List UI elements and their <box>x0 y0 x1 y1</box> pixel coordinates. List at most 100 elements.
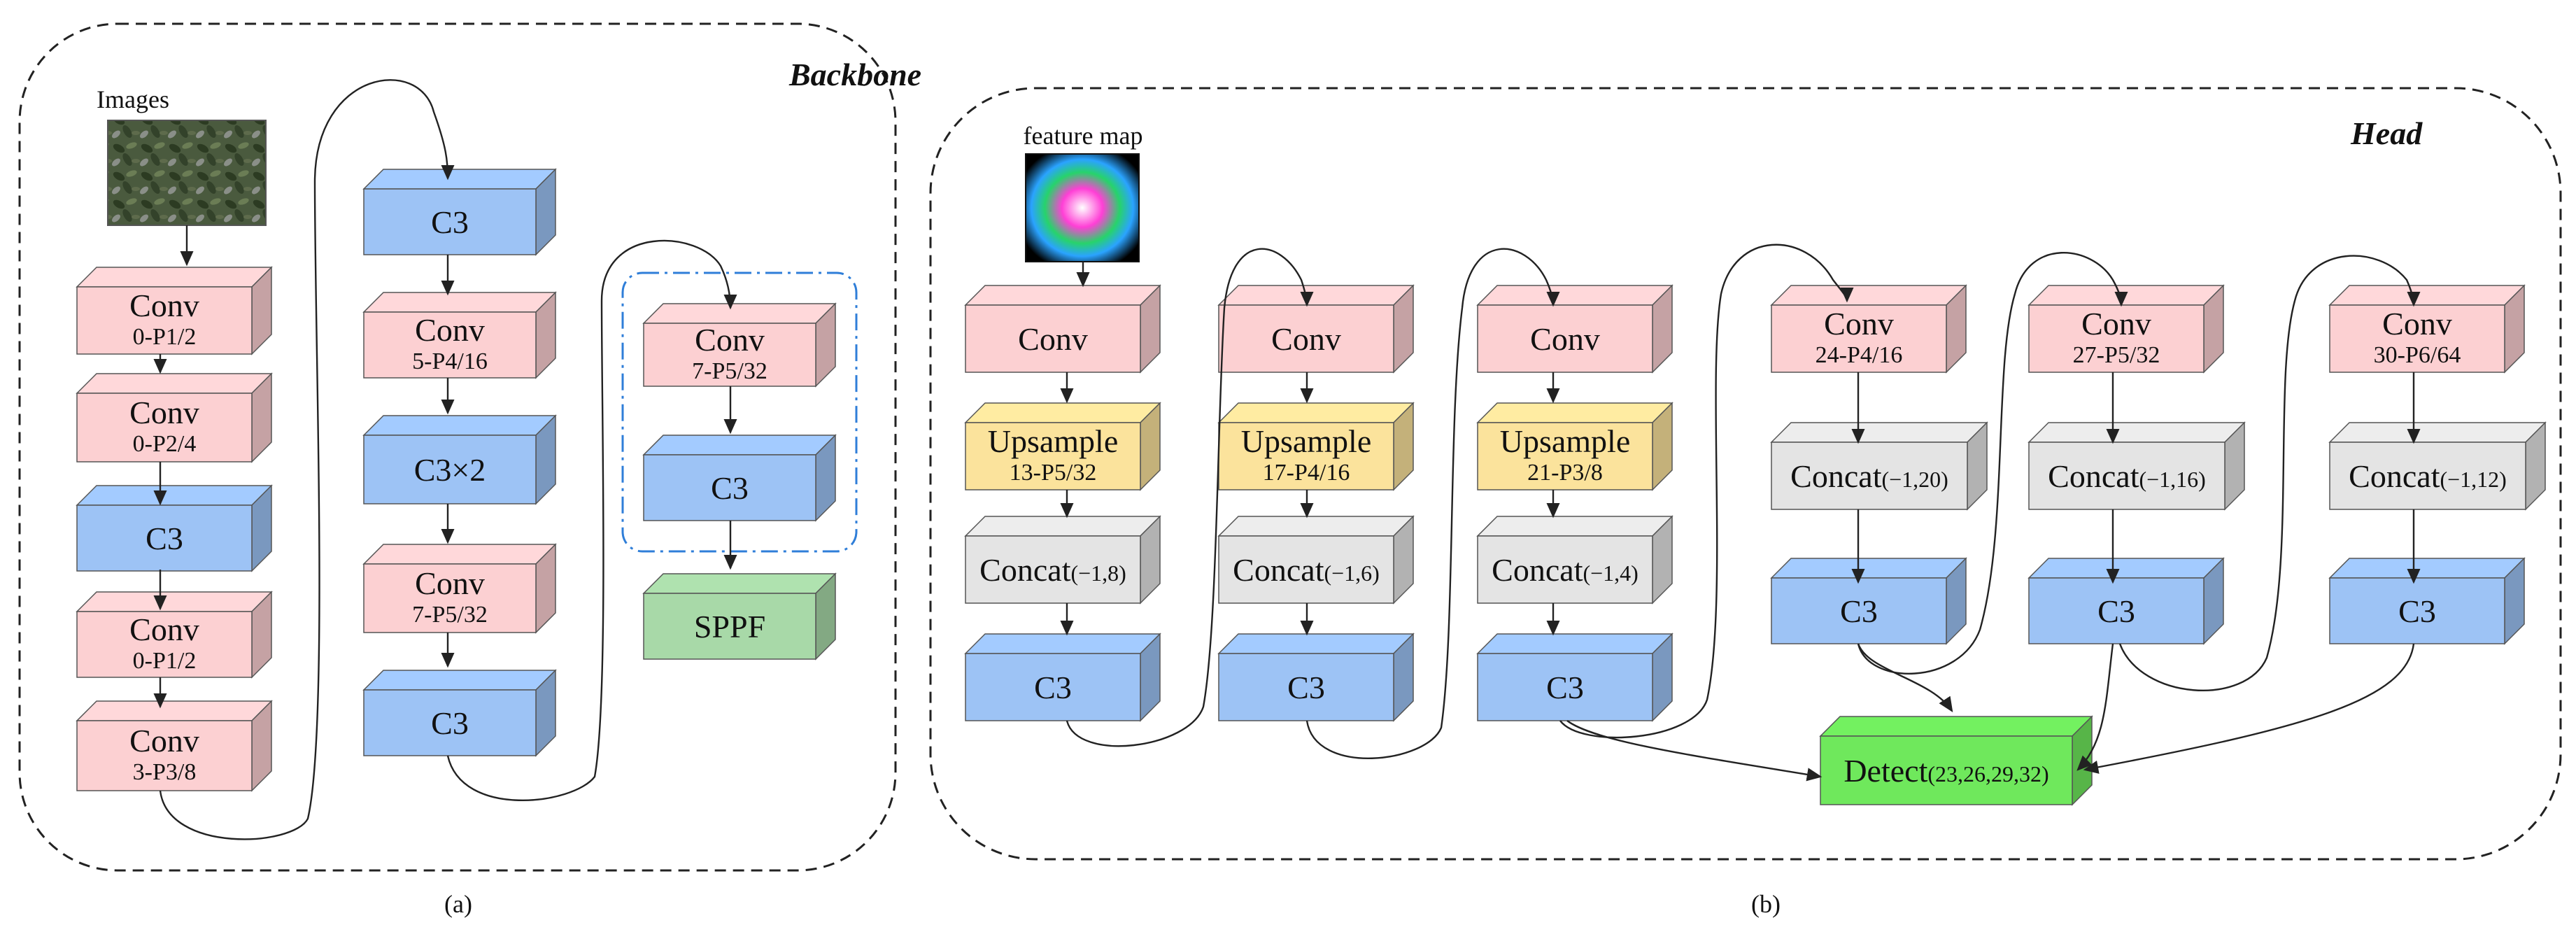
h-c3-5-block: C3 <box>2027 557 2225 645</box>
block-top-face <box>642 303 837 324</box>
block-top-face <box>642 573 837 594</box>
feature-map-thumbnail <box>1025 153 1140 262</box>
block-top-face <box>964 633 1161 654</box>
block-label: Conv <box>129 723 199 758</box>
block-sublabel: 0-P2/4 <box>133 431 197 457</box>
h-cat4-block: Concat(−1,20) <box>1770 421 1988 511</box>
block-label: Concat(−1,6) <box>1233 552 1380 588</box>
block-label: Conv <box>129 395 199 430</box>
block-label: C3 <box>1034 670 1072 705</box>
block-front-face <box>1218 304 1394 373</box>
block-sublabel: 21-P3/8 <box>1527 460 1603 486</box>
block-label: C3 <box>146 521 183 556</box>
block-top-face <box>76 591 273 612</box>
b-c3-3-block: C3 <box>362 669 557 757</box>
block-top-face <box>1770 422 1988 443</box>
block-front-face <box>1218 422 1394 490</box>
block-front-face <box>2329 442 2526 510</box>
block-front-face <box>363 311 537 379</box>
curve-h-c3-4-to-conv5 <box>1857 252 2128 675</box>
curve-conv4-to-c3-col2 <box>159 79 455 840</box>
block-label: Conv <box>415 565 485 601</box>
h-conv1-block: Conv <box>964 284 1161 374</box>
block-label: Concat(−1,16) <box>2048 458 2206 494</box>
block-top-face <box>76 485 273 506</box>
b-c3x2-block: C3×2 <box>362 414 557 505</box>
block-label: C3 <box>2097 593 2135 629</box>
curve-h-c3-3-to-conv4 <box>1559 243 1854 739</box>
arrow-c3-3-to-detect <box>1566 720 1823 782</box>
block-sublabel: 0-P1/2 <box>133 324 197 350</box>
block-top-face <box>76 373 273 394</box>
block-top-face <box>1476 402 1673 423</box>
block-label: C3 <box>431 705 469 741</box>
arrow-c3-6-to-detect <box>2083 643 2415 774</box>
block-front-face <box>1771 577 1947 644</box>
block-top-face <box>642 435 837 456</box>
h-cat5-block: Concat(−1,16) <box>2027 421 2246 511</box>
block-label: SPPF <box>694 609 765 644</box>
curve-h-c3-5-to-conv6 <box>2118 255 2421 692</box>
block-label: C3 <box>431 204 469 240</box>
block-top-face <box>362 544 557 565</box>
input-image-thumbnail <box>107 120 267 226</box>
block-top-face <box>1476 285 1673 306</box>
block-front-face <box>2329 577 2505 644</box>
block-label: Conv <box>415 312 485 348</box>
block-top-face <box>76 700 273 721</box>
arrow-c3-5-to-detect <box>2076 643 2114 771</box>
block-front-face <box>1771 304 1947 373</box>
curve-h-c3-2-to-conv3 <box>1305 248 1560 759</box>
block-sublabel: 7-P5/32 <box>412 602 488 628</box>
block-front-face <box>76 611 253 678</box>
head-region <box>929 87 2562 861</box>
block-sublabel: 0-P1/2 <box>133 648 197 674</box>
block-label: Concat(−1,8) <box>979 552 1126 588</box>
block-label: Upsample <box>1500 423 1631 459</box>
block-front-face <box>363 689 537 756</box>
block-front-face <box>1820 735 2073 805</box>
block-top-face <box>964 516 1161 537</box>
block-top-face <box>964 402 1161 423</box>
block-top-face <box>362 415 557 436</box>
block-front-face <box>76 393 253 463</box>
block-front-face <box>643 454 816 521</box>
h-c3-4-block: C3 <box>1770 557 1967 645</box>
block-top-face <box>1770 558 1967 579</box>
block-label: C3×2 <box>414 452 486 488</box>
b-c3-2-block: C3 <box>362 168 557 256</box>
images-label: Images <box>97 85 169 113</box>
block-sublabel: 24-P4/16 <box>1816 342 1903 368</box>
block-sublabel: 27-P5/32 <box>2073 342 2160 368</box>
h-c3-1-block: C3 <box>964 633 1161 722</box>
block-front-face <box>1477 653 1653 721</box>
block-label: Conv <box>2382 306 2452 341</box>
h-c3-6-block: C3 <box>2328 557 2526 645</box>
block-front-face <box>965 304 1141 373</box>
block-top-face <box>362 670 557 691</box>
block-front-face <box>965 422 1141 490</box>
h-c3-3-block: C3 <box>1476 633 1673 722</box>
block-label: C3 <box>1546 670 1584 705</box>
caption-head: (b) <box>1751 890 1781 918</box>
block-front-face <box>1477 535 1653 604</box>
block-label: Concat(−1,20) <box>1790 458 1948 494</box>
block-top-face <box>2027 558 2225 579</box>
block-top-face <box>964 285 1161 306</box>
h-cat2-block: Concat(−1,6) <box>1217 515 1415 605</box>
block-top-face <box>1217 516 1415 537</box>
block-label: Conv <box>1824 306 1894 341</box>
block-label: Concat(−1,12) <box>2349 458 2507 494</box>
block-label: C3 <box>1287 670 1325 705</box>
block-sublabel: 30-P6/64 <box>2374 342 2461 368</box>
block-sublabel: 3-P3/8 <box>133 759 197 785</box>
block-front-face <box>76 286 253 355</box>
h-conv2-block: Conv <box>1217 284 1415 374</box>
